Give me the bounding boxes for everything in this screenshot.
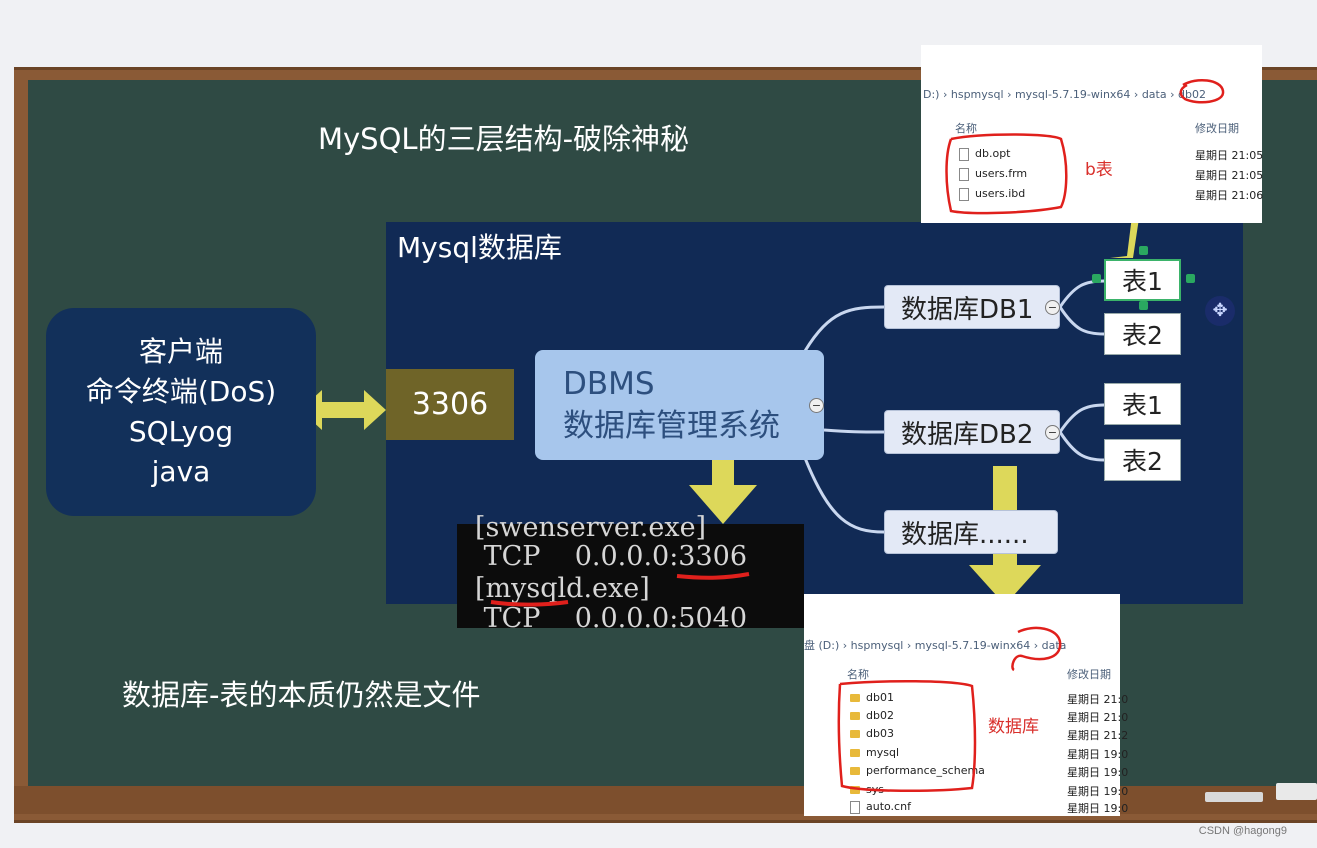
- file-date: 星期日 21:05: [1195, 169, 1264, 182]
- file-explorer-db02: D:) › hspmysql › mysql-5.7.19-winx64 › d…: [921, 45, 1264, 223]
- client-line: SQLyog: [128, 415, 234, 448]
- dbms-title: DBMS: [563, 366, 655, 402]
- resize-handle-icon[interactable]: [1092, 274, 1101, 283]
- chevron-right-icon: ›: [1007, 88, 1015, 101]
- client-box: 客户端 命令终端(DoS) SQLyog java: [46, 308, 316, 516]
- folder-icon: [850, 694, 860, 702]
- folder-row[interactable]: performance_schema: [850, 764, 985, 777]
- folder-row[interactable]: db01: [850, 691, 894, 704]
- watermark: CSDN @hagong9: [1198, 825, 1287, 837]
- database-node-db1[interactable]: 数据库DB1: [884, 285, 1060, 329]
- item-date: 星期日 19:0: [1067, 766, 1129, 779]
- column-header-date[interactable]: 修改日期: [1067, 668, 1111, 681]
- table-node-db1-2[interactable]: 表2: [1104, 313, 1181, 355]
- table-node-db1-1[interactable]: 表1: [1104, 259, 1181, 301]
- file-date: 星期日 21:05: [1195, 149, 1264, 162]
- item-date: 星期日 19:0: [1067, 748, 1129, 761]
- file-icon: [959, 187, 969, 201]
- folder-icon: [850, 730, 860, 738]
- folder-row[interactable]: db03: [850, 727, 894, 740]
- table-node-db2-2: 表2: [1104, 439, 1181, 481]
- item-date: 星期日 19:0: [1067, 802, 1129, 815]
- connector-dbms-db2: [823, 428, 885, 434]
- console-screenshot: [swenserver.exe] TCP 0.0.0.0:3306 [mysql…: [457, 512, 804, 634]
- file-icon: [959, 167, 969, 181]
- port-box: 3306: [386, 369, 514, 440]
- collapse-icon[interactable]: −: [1045, 300, 1060, 315]
- file-row[interactable]: auto.cnf: [850, 800, 911, 814]
- file-row[interactable]: users.ibd: [959, 187, 1025, 201]
- breadcrumb-item[interactable]: mysql-5.7.19-winx64: [914, 639, 1031, 652]
- breadcrumb-item[interactable]: hspmysql: [850, 639, 904, 652]
- breadcrumb-item[interactable]: hspmysql: [950, 88, 1004, 101]
- breadcrumb-item[interactable]: D:): [923, 88, 940, 101]
- console-line: [swenserver.exe]: [475, 512, 707, 543]
- file-row[interactable]: users.frm: [959, 167, 1027, 181]
- page-title: MySQL的三层结构-破除神秘: [318, 122, 690, 156]
- item-date: 星期日 21:0: [1067, 693, 1129, 706]
- column-header-name[interactable]: 名称: [847, 668, 869, 681]
- file-icon: [850, 800, 860, 814]
- console-line: TCP 0.0.0.0:3306: [475, 541, 748, 572]
- resize-handle-icon[interactable]: [1139, 301, 1148, 310]
- breadcrumb: D:) › hspmysql › mysql-5.7.19-winx64 › d…: [923, 88, 1206, 101]
- file-explorer-data: 盘 (D:) › hspmysql › mysql-5.7.19-winx64 …: [804, 594, 1128, 816]
- connector-db1-t1: [1058, 279, 1105, 308]
- file-icon: [959, 147, 969, 161]
- chevron-right-icon: ›: [906, 639, 915, 652]
- breadcrumb-item[interactable]: mysql-5.7.19-winx64: [1014, 88, 1131, 101]
- table-node-db2-1[interactable]: 表1: [1104, 383, 1181, 425]
- file-date: 星期日 21:06: [1195, 189, 1264, 202]
- database-node-more[interactable]: 数据库......: [884, 510, 1058, 554]
- folder-icon: [850, 749, 860, 757]
- double-arrow-client-port: [300, 390, 386, 430]
- folder-icon: [850, 712, 860, 720]
- mysql-panel-title: Mysql数据库: [397, 231, 562, 264]
- red-underline-marks: [490, 572, 750, 607]
- collapse-icon[interactable]: −: [1045, 425, 1060, 440]
- folder-icon: [850, 786, 860, 794]
- connector-db2-t1: [1058, 403, 1105, 433]
- red-circle-marks: [945, 78, 1225, 215]
- column-header-name[interactable]: 名称: [955, 122, 977, 135]
- resize-handle-icon[interactable]: [1139, 246, 1148, 255]
- console-line: [mysqld.exe]: [475, 573, 650, 604]
- move-cursor-icon: ✥: [1205, 296, 1235, 326]
- chevron-right-icon: ›: [1133, 88, 1142, 101]
- chevron-right-icon: ›: [1170, 88, 1179, 101]
- breadcrumb-item[interactable]: 盘 (D:): [804, 639, 840, 652]
- console-line: TCP 0.0.0.0:5040: [475, 603, 748, 634]
- connector-dbms-db1: [803, 305, 885, 352]
- connector-db2-t2: [1058, 431, 1105, 462]
- chevron-right-icon: ›: [1033, 639, 1042, 652]
- item-date: 星期日 21:2: [1067, 729, 1129, 742]
- handwritten-annotation: 数据库: [988, 717, 1039, 737]
- item-date: 星期日 19:0: [1067, 785, 1129, 798]
- bottom-caption: 数据库-表的本质仍然是文件: [122, 678, 481, 712]
- eraser: [1276, 783, 1317, 800]
- database-node-db2[interactable]: 数据库DB2: [884, 410, 1060, 454]
- folder-row[interactable]: db02: [850, 709, 894, 722]
- item-date: 星期日 21:0: [1067, 711, 1129, 724]
- breadcrumb-item[interactable]: data: [1141, 88, 1167, 101]
- folder-row[interactable]: mysql: [850, 746, 899, 759]
- dbms-subtitle: 数据库管理系统: [563, 408, 780, 444]
- column-header-date[interactable]: 修改日期: [1195, 122, 1239, 135]
- chevron-right-icon: ›: [942, 88, 951, 101]
- chevron-right-icon: ›: [842, 639, 851, 652]
- connector-db1-t2: [1058, 306, 1105, 336]
- file-row[interactable]: db.opt: [959, 147, 1011, 161]
- client-line: 客户端: [138, 335, 223, 368]
- folder-icon: [850, 767, 860, 775]
- resize-handle-icon[interactable]: [1186, 274, 1195, 283]
- connector-dbms-db3: [803, 457, 885, 534]
- handwritten-annotation: b表: [1085, 160, 1113, 180]
- client-line: java: [151, 455, 211, 488]
- dbms-node[interactable]: DBMS 数据库管理系统: [535, 350, 824, 460]
- red-circle-marks: [837, 626, 1062, 793]
- collapse-icon[interactable]: −: [809, 398, 824, 413]
- client-line: 命令终端(DoS): [85, 375, 277, 408]
- chalk-piece: [1205, 792, 1263, 802]
